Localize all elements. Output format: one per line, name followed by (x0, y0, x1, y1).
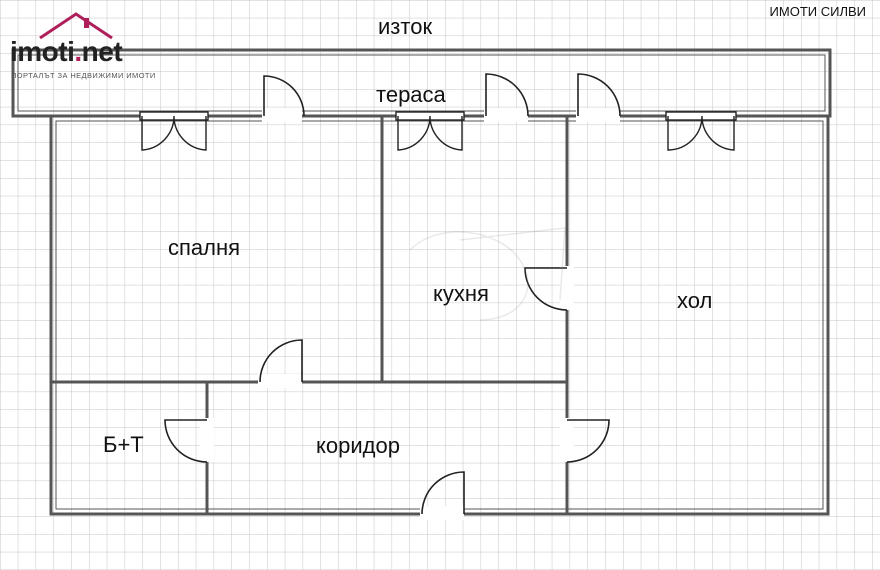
room-label-kitchen: кухня (433, 281, 489, 306)
agency-name: ИМОТИ СИЛВИ (769, 4, 866, 19)
door-bathroom (164, 419, 208, 463)
logo: imoti.net (10, 36, 123, 67)
door-entrance (421, 471, 465, 515)
orientation-label: изток (378, 14, 433, 39)
room-label-living: хол (677, 288, 713, 313)
door-terrace-bedroom (263, 75, 305, 117)
doors (164, 73, 621, 515)
logo-tagline: ПОРТАЛЪТ ЗА НЕДВИЖИМИ ИМОТИ (11, 71, 156, 80)
door-bedroom-corridor (259, 339, 303, 383)
windows (139, 111, 737, 151)
door-terrace-living (577, 73, 621, 117)
door-kitchen-living (524, 267, 568, 311)
room-label-corridor: коридор (316, 433, 400, 458)
window-living (665, 111, 737, 151)
door-living-corridor (566, 419, 610, 463)
watermark (409, 227, 566, 321)
room-label-bedroom: спалня (168, 235, 241, 260)
room-label-terrace: тераса (376, 82, 446, 107)
logo-roof-icon (39, 12, 113, 40)
window-kitchen (395, 111, 465, 151)
room-label-bathroom: Б+Т (103, 432, 144, 457)
door-terrace-kitchen (485, 73, 529, 117)
window-bedroom (139, 111, 209, 151)
